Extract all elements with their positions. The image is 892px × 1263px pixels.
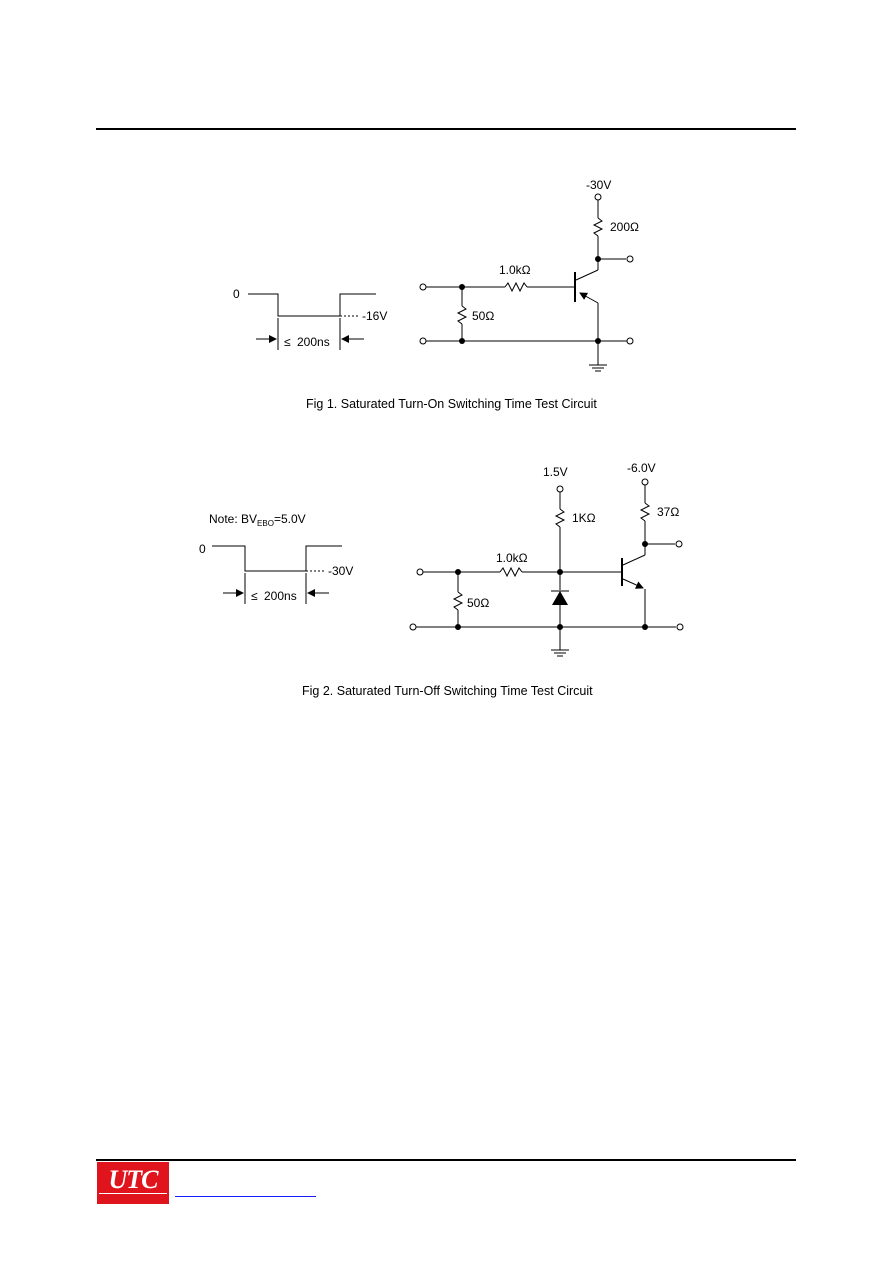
fig2-caption: Fig 2. Saturated Turn-Off Switching Time… bbox=[302, 684, 593, 698]
fig2-collector-resistor-label: 37Ω bbox=[657, 505, 679, 519]
fig1-input-resistor-label: 50Ω bbox=[472, 309, 494, 323]
fig1-base-resistor-label: 1.0kΩ bbox=[499, 263, 531, 277]
fig1-pulse-width-symbol: ≤ bbox=[284, 335, 291, 349]
fig2-note: Note: BVEBO=5.0V bbox=[209, 512, 306, 528]
utc-logo-text: UTC bbox=[108, 1165, 159, 1194]
fig1-supply-label: -30V bbox=[586, 178, 611, 192]
fig2-collector-supply-terminal bbox=[641, 478, 649, 486]
fig1-collector-resistor bbox=[592, 217, 604, 237]
fig1-pulse-level-high: 0 bbox=[233, 287, 240, 301]
fig2-input-terminal bbox=[416, 568, 424, 576]
fig2-pulse-level-high: 0 bbox=[199, 542, 206, 556]
utc-logo-underline bbox=[99, 1193, 167, 1194]
fig1-pulse-level-low: -16V bbox=[362, 309, 387, 323]
fig2-ground-output-terminal bbox=[676, 623, 684, 631]
footer-link[interactable] bbox=[175, 1196, 316, 1197]
fig2-circuit bbox=[409, 478, 684, 657]
fig2-output-terminal bbox=[675, 540, 683, 548]
fig2-ground-input-terminal bbox=[409, 623, 417, 631]
fig2-collector-resistor bbox=[639, 502, 651, 522]
fig1-ground-output-terminal bbox=[626, 337, 634, 345]
fig1-pulse-waveform bbox=[248, 293, 376, 350]
fig1-ground-input-terminal bbox=[419, 337, 427, 345]
fig2-pulse-width-symbol: ≤ bbox=[251, 589, 258, 603]
fig1-output-terminal bbox=[626, 255, 634, 263]
fig2-diode-body bbox=[552, 591, 568, 605]
fig1-input-resistor bbox=[456, 305, 468, 325]
fig1-collector-resistor-label: 200Ω bbox=[610, 220, 639, 234]
fig2-collector-supply-label: -6.0V bbox=[627, 461, 656, 475]
fig2-pulse-level-low: -30V bbox=[328, 564, 353, 578]
fig1-supply-terminal bbox=[594, 193, 602, 201]
fig2-base-pullup-label: 1KΩ bbox=[572, 511, 596, 525]
fig1-input-terminal bbox=[419, 283, 427, 291]
fig2-base-resistor bbox=[499, 566, 523, 578]
fig2-base-pullup-resistor bbox=[554, 508, 566, 528]
fig2-pulse-width: 200ns bbox=[264, 589, 297, 603]
fig2-base-resistor-label: 1.0kΩ bbox=[496, 551, 528, 565]
fig2-base-supply-terminal bbox=[556, 485, 564, 493]
fig2-base-supply-label: 1.5V bbox=[543, 465, 568, 479]
fig1-caption: Fig 1. Saturated Turn-On Switching Time … bbox=[306, 397, 597, 411]
header-rule bbox=[96, 128, 796, 130]
fig1-circuit bbox=[419, 193, 634, 372]
footer-rule bbox=[96, 1159, 796, 1161]
fig2-input-resistor bbox=[452, 591, 464, 611]
fig2-pulse-waveform bbox=[212, 545, 342, 604]
utc-logo: UTC bbox=[97, 1162, 169, 1204]
fig2-input-resistor-label: 50Ω bbox=[467, 596, 489, 610]
fig1-base-resistor bbox=[504, 281, 528, 293]
fig1-pulse-width: 200ns bbox=[297, 335, 330, 349]
